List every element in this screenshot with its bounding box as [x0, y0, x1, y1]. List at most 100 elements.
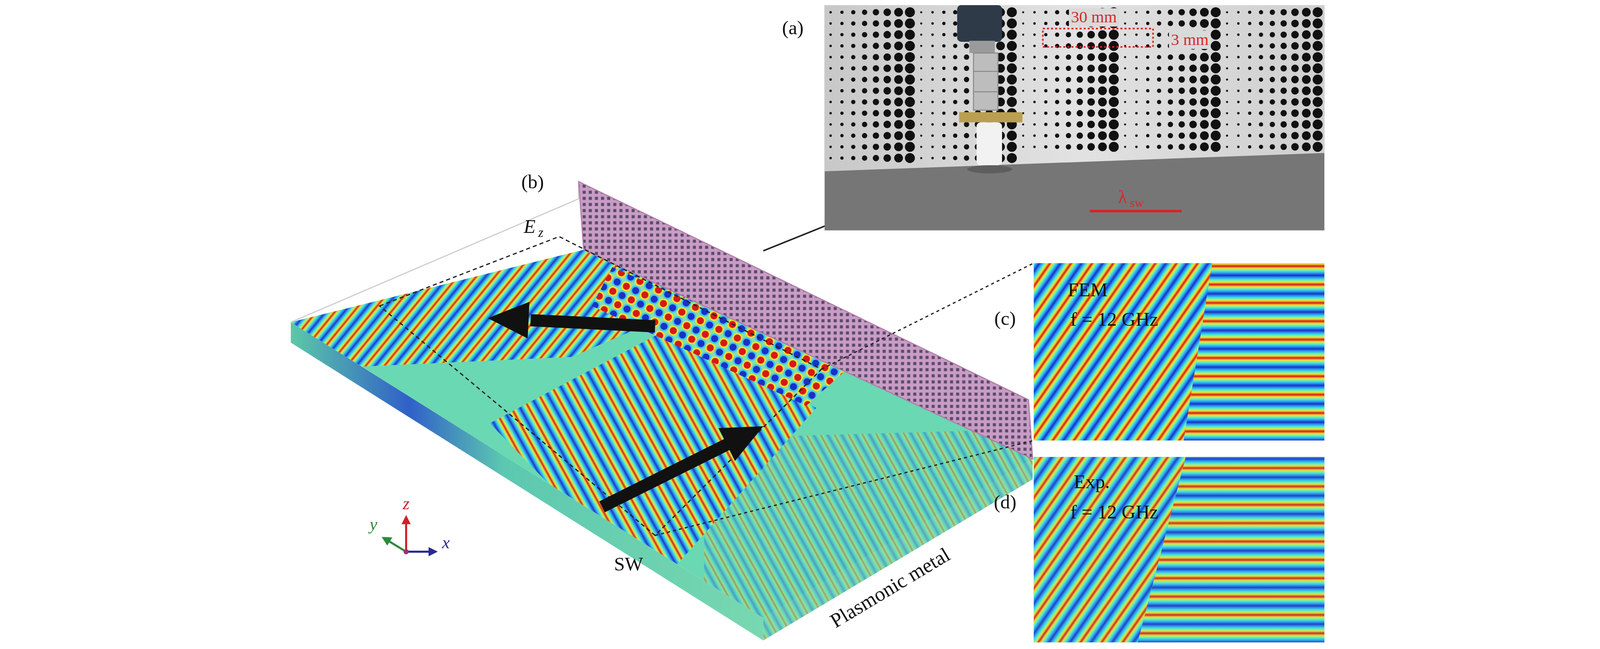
plate-hole	[1146, 100, 1150, 104]
plate-hole	[963, 76, 969, 83]
plate-hole	[1076, 132, 1083, 140]
plate-hole	[920, 56, 923, 59]
plate-hole	[861, 88, 867, 94]
plate-hole	[861, 43, 867, 49]
plate-hole	[1022, 101, 1025, 104]
plate-hole	[963, 155, 969, 161]
plate-hole	[1044, 100, 1048, 104]
plate-hole	[1006, 63, 1017, 74]
plate-hole	[1312, 97, 1323, 108]
plate-hole	[1291, 131, 1299, 140]
plate-hole	[1006, 141, 1017, 152]
plate-hole	[829, 156, 832, 160]
plate-hole	[1123, 22, 1126, 25]
plate-hole	[850, 111, 856, 116]
plate-hole	[904, 29, 915, 40]
plate-hole	[1225, 33, 1228, 36]
plate-hole	[1210, 29, 1221, 40]
plate-hole	[904, 108, 915, 119]
plate-hole	[1269, 133, 1275, 139]
plate-hole	[1087, 120, 1095, 129]
plate-hole	[850, 9, 856, 15]
plate-hole	[883, 154, 892, 163]
plate-hole	[840, 134, 844, 138]
plate-hole	[1167, 20, 1173, 26]
panel-label: (a)	[782, 17, 804, 38]
plate-hole	[1200, 86, 1209, 96]
plate-hole	[1301, 19, 1311, 28]
plate-hole	[861, 20, 867, 26]
plate-hole	[1087, 31, 1095, 39]
plate-hole	[1312, 29, 1323, 40]
plate-hole	[1280, 109, 1287, 117]
plate-hole	[952, 122, 958, 127]
plate-hole	[850, 156, 856, 161]
axis-label: y	[369, 515, 378, 534]
plate-hole	[1291, 8, 1299, 16]
plate-hole	[904, 63, 915, 74]
plate-hole	[1312, 7, 1323, 18]
plate-hole	[952, 32, 958, 38]
plate-hole	[883, 64, 892, 73]
plate-hole	[931, 33, 934, 36]
plate-hole	[952, 133, 958, 138]
plate-hole	[1248, 66, 1252, 71]
plate-hole	[1200, 75, 1209, 85]
plate-hole	[904, 85, 915, 96]
plate-hole	[872, 53, 880, 61]
plate-hole	[931, 11, 934, 14]
plate-hole	[1006, 130, 1017, 141]
plate-hole	[1178, 121, 1185, 128]
plate-hole	[1210, 74, 1221, 85]
plate-hole	[1006, 18, 1017, 29]
plate-hole	[942, 89, 946, 93]
plate-hole	[1135, 145, 1138, 149]
plate-hole	[1135, 55, 1138, 59]
plate-hole	[1054, 122, 1060, 127]
plate-hole	[883, 109, 892, 118]
plate-hole	[1087, 143, 1095, 151]
reflected-arrow-head	[487, 301, 530, 339]
incident-arrow	[601, 443, 729, 508]
plate-hole	[840, 111, 844, 115]
plate-hole	[1108, 29, 1119, 40]
plate-hole	[1291, 42, 1299, 50]
plate-hole	[840, 122, 844, 126]
photo-panel: (a)30 mm3 mmλsw	[824, 5, 1325, 231]
plate-hole	[1237, 100, 1240, 104]
plate-hole	[1167, 144, 1173, 150]
plate-hole	[1123, 56, 1126, 59]
field-panel: (d)Exp.f = 12 GHz	[1033, 456, 1325, 643]
plate-hole	[861, 121, 867, 128]
plate-hole	[1167, 9, 1173, 15]
plate-hole	[1301, 142, 1311, 152]
plate-hole	[952, 156, 958, 161]
plate-hole	[1156, 32, 1162, 38]
plate-hole	[952, 77, 958, 82]
photo	[824, 5, 1325, 231]
plate-hole	[1135, 78, 1138, 81]
leader-line	[654, 440, 1034, 536]
plate-hole	[1135, 89, 1138, 93]
plate-hole	[1087, 53, 1095, 61]
plate-hole	[942, 21, 946, 26]
wavelength-bar	[1089, 209, 1182, 213]
field-panel: (c)FEMf = 12 GHz	[1033, 263, 1325, 442]
plate-hole	[942, 10, 946, 14]
plate-hole	[1022, 45, 1025, 48]
plate-hole	[1156, 100, 1162, 105]
plate-hole	[861, 144, 867, 150]
plate-hole	[1258, 54, 1264, 60]
dashed-region	[379, 236, 822, 536]
plate-hole	[1156, 43, 1162, 49]
plate-hole	[1146, 10, 1150, 14]
plate-hole	[1189, 109, 1197, 118]
plate-hole	[1022, 56, 1025, 59]
plate-hole	[861, 155, 867, 161]
plate-hole	[1033, 134, 1036, 138]
plate-hole	[850, 21, 856, 26]
plate-hole	[1189, 64, 1197, 73]
plate-hole	[1237, 55, 1240, 59]
plate-hole	[1006, 52, 1017, 63]
plate-hole	[1065, 110, 1071, 116]
